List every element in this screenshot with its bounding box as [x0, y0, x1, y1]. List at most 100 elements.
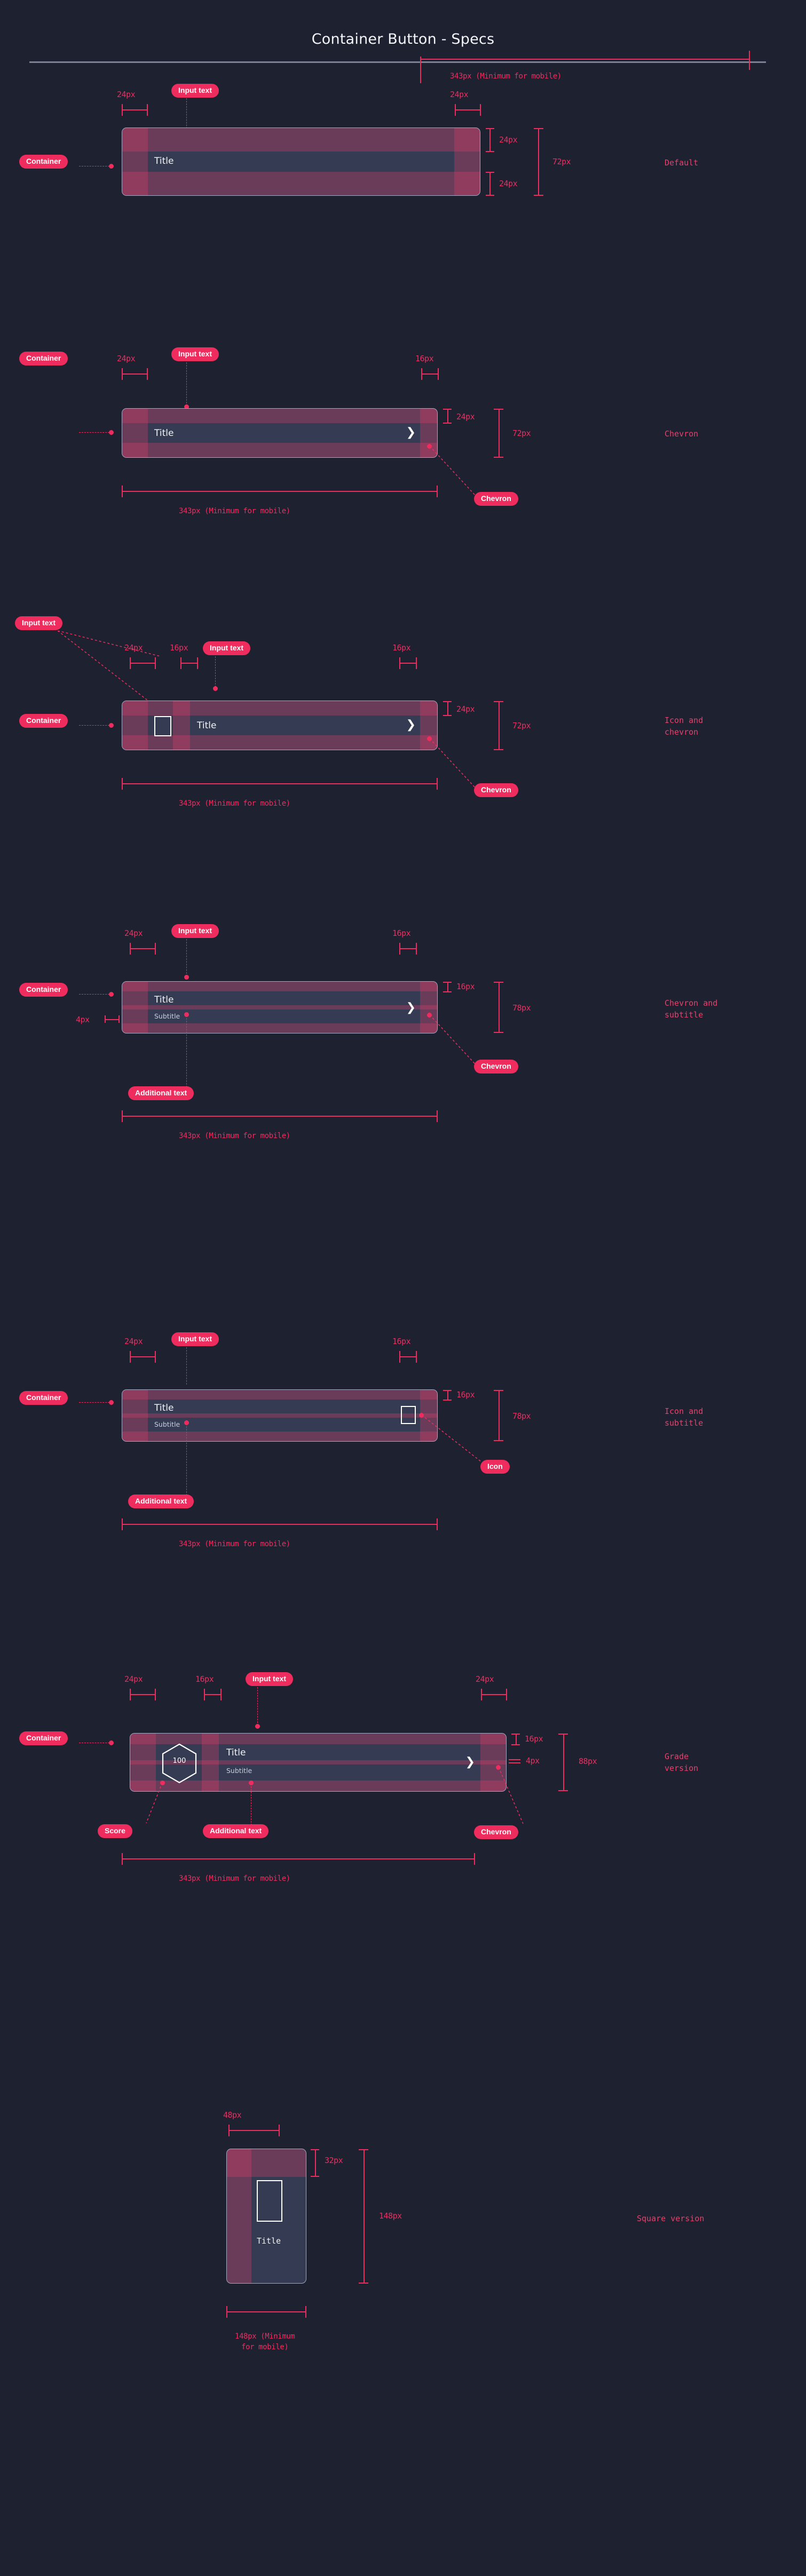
chevron-right-icon[interactable]: ❯ — [465, 1755, 475, 1769]
padding-overlay-bottom — [122, 735, 437, 750]
connector-line — [186, 98, 187, 142]
card-inner: Title Subtitle — [122, 1390, 437, 1441]
connector-dot — [109, 1740, 114, 1745]
measure-tick — [437, 1110, 438, 1122]
chevron-right-icon[interactable]: ❯ — [406, 1001, 416, 1014]
connector-line — [53, 630, 168, 712]
connector-line — [186, 1424, 187, 1498]
measure-tick — [443, 1400, 452, 1401]
button-card-chevron-subtitle[interactable]: Title Subtitle ❯ — [122, 981, 438, 1033]
measure-tick — [506, 1689, 507, 1700]
measure-line — [399, 1356, 416, 1357]
measure-line — [499, 982, 500, 1033]
variant-label-chevron-subtitle: Chevron and subtitle — [665, 998, 718, 1020]
dim-total-height: 78px — [512, 1003, 531, 1013]
button-card-chevron[interactable]: Title ❯ — [122, 408, 438, 458]
measure-tick — [416, 657, 417, 669]
card-subtitle: Subtitle — [154, 1012, 180, 1020]
measure-line — [399, 663, 416, 664]
padding-overlay-bottom — [122, 1432, 437, 1441]
annotation-input-text: Input text — [171, 924, 219, 939]
padding-overlay-gap — [122, 1005, 437, 1009]
connector-line — [79, 432, 112, 433]
dim-total-height: 78px — [512, 1411, 531, 1421]
annotation-container: Container — [19, 983, 68, 997]
annotation-input-text: Input text — [15, 616, 62, 631]
connector-dot — [184, 1420, 189, 1425]
measure-line — [563, 1734, 564, 1791]
measure-tick — [305, 2306, 306, 2318]
measure-line — [130, 948, 155, 949]
icon-placeholder-icon[interactable] — [401, 1406, 416, 1424]
button-card-icon-subtitle[interactable]: Title Subtitle — [122, 1389, 438, 1442]
annotation-input-text: Input text — [246, 1672, 293, 1687]
measure-tick — [558, 1790, 568, 1791]
button-card-square[interactable]: Title — [226, 2149, 306, 2284]
dim-title-subtitle-gap: 4px — [76, 1015, 90, 1024]
padding-overlay-top — [122, 409, 437, 423]
mobile-min-caption: 343px (Minimum for mobile) — [450, 72, 562, 81]
connector-line — [421, 1414, 491, 1464]
measure-line — [364, 2149, 365, 2283]
card-title: Title — [154, 156, 174, 166]
connector-line — [144, 1782, 169, 1825]
dim-pad-left: 24px — [124, 1337, 143, 1346]
measure-tick — [494, 749, 503, 750]
measure-tick — [118, 1015, 120, 1023]
measure-tick — [494, 1440, 503, 1441]
square-min-caption: 148px (Minimum for mobile) — [235, 2332, 295, 2352]
measure-line — [122, 1524, 438, 1525]
dim-pad-top: 16px — [456, 982, 475, 991]
chevron-right-icon[interactable]: ❯ — [406, 718, 416, 732]
padding-overlay-gap — [202, 1734, 219, 1791]
connector-dot — [184, 1012, 189, 1017]
padding-overlay-left — [227, 2149, 251, 2283]
measure-line — [228, 2130, 280, 2131]
measure-tick — [443, 991, 452, 992]
connector-dot — [213, 686, 218, 691]
dim-total-height: 72px — [512, 428, 531, 438]
page-title: Container Button - Specs — [311, 31, 495, 47]
button-card-icon-chevron[interactable]: Title ❯ — [122, 701, 438, 750]
padding-overlay-gap — [173, 701, 190, 750]
card-inner: Title Subtitle ❯ — [122, 982, 437, 1033]
button-card-grade[interactable]: 100 Title Subtitle ❯ — [130, 1733, 507, 1792]
annotation-container: Container — [19, 1391, 68, 1405]
measure-tick — [474, 1853, 475, 1865]
measure-tick — [197, 657, 198, 669]
button-card-default[interactable]: Title — [122, 128, 480, 196]
connector-line — [186, 939, 187, 976]
annotation-container: Container — [19, 155, 68, 169]
dim-pad-bottom: 24px — [499, 179, 518, 188]
measure-line — [122, 1116, 438, 1117]
connector-dot — [184, 404, 189, 409]
connector-line — [498, 1767, 531, 1826]
card-subtitle: Subtitle — [154, 1420, 180, 1428]
padding-overlay-left — [122, 701, 148, 750]
measure-tick — [416, 943, 417, 955]
annotation-icon: Icon — [480, 1460, 510, 1474]
measure-line — [489, 128, 491, 152]
measure-tick — [155, 657, 156, 669]
annotation-additional-text: Additional text — [203, 1824, 269, 1839]
measure-tick — [480, 104, 481, 116]
mobile-min-caption: 343px (Minimum for mobile) — [179, 1132, 290, 1140]
measure-line — [516, 1734, 517, 1745]
dim-pad-left: 24px — [117, 90, 136, 99]
chevron-right-icon[interactable]: ❯ — [406, 426, 416, 439]
measure-line — [499, 409, 500, 458]
measure-line — [122, 783, 438, 784]
connector-dot — [184, 975, 189, 980]
measure-line — [421, 373, 438, 375]
annotation-chevron: Chevron — [474, 1060, 518, 1074]
connector-line — [427, 446, 486, 497]
connector-dot — [255, 1724, 260, 1729]
measure-tick — [147, 368, 148, 380]
connector-line — [79, 994, 112, 995]
connector-line — [186, 1015, 187, 1090]
dim-icon-gap: 16px — [195, 1674, 214, 1684]
measure-line — [105, 1019, 120, 1020]
dim-pad-top: 24px — [456, 412, 475, 422]
connector-dot — [109, 992, 114, 997]
